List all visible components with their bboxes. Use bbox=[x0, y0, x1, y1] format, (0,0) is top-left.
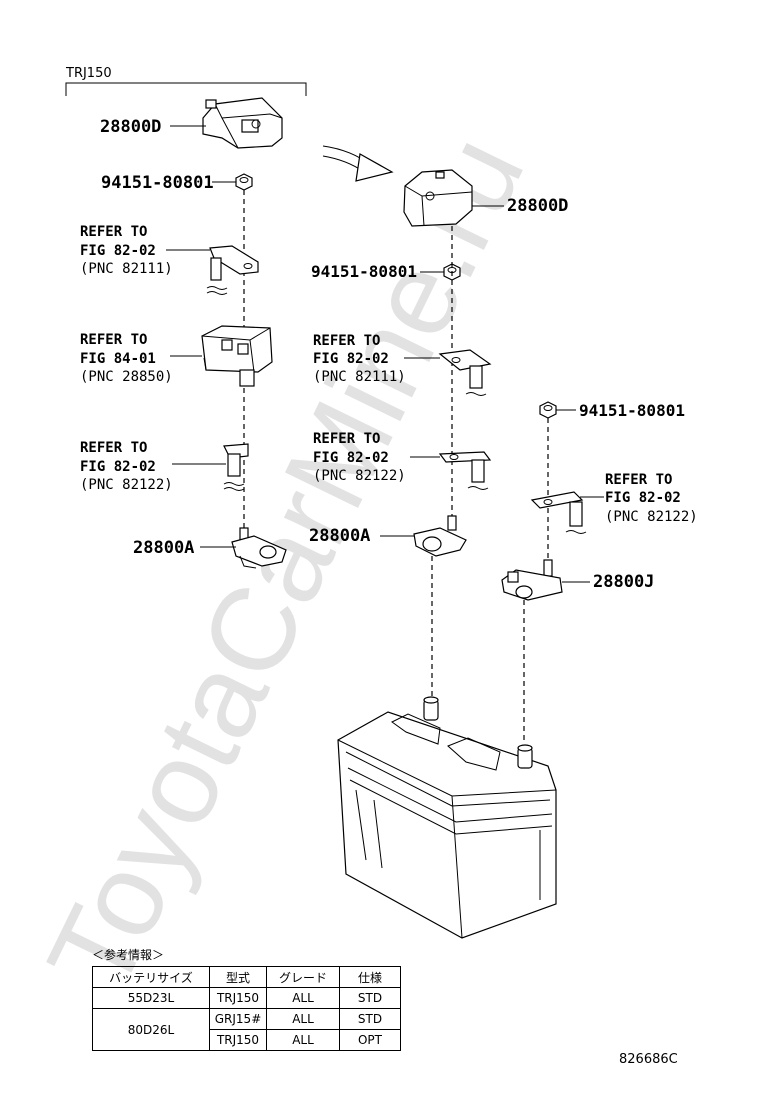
terminal-right-icon bbox=[501, 559, 563, 601]
part-number-clamp-cover-left: 28800D bbox=[100, 117, 161, 137]
ref-left-1-line-3: (PNC 82111) bbox=[80, 261, 173, 277]
ref-left-3-line-1: REFER TO bbox=[80, 440, 147, 456]
cell-spec: STD bbox=[339, 1008, 401, 1030]
ref-center-1-line-3: (PNC 82111) bbox=[313, 369, 406, 385]
table-row: TRJ150 ALL OPT bbox=[93, 1029, 401, 1051]
part-number-nut-center: 94151-80801 bbox=[311, 262, 417, 281]
header-model: 型式 bbox=[209, 966, 267, 988]
clamp-cover-right-icon bbox=[403, 169, 473, 227]
header-battery-size: バッテリサイズ bbox=[92, 966, 210, 988]
ref-left-2-line-3: (PNC 28850) bbox=[80, 369, 173, 385]
header-grade: グレード bbox=[266, 966, 340, 988]
cell-battery: 80D26L bbox=[92, 1008, 210, 1051]
ref-right-1-line-1: REFER TO bbox=[605, 472, 672, 488]
part-number-nut-left: 94151-80801 bbox=[101, 173, 214, 193]
terminal-left-icon bbox=[231, 527, 287, 569]
harness-bracket-right-icon bbox=[530, 491, 587, 534]
ref-center-1-line-2: FIG 82-02 bbox=[313, 351, 389, 367]
group-label: TRJ150 bbox=[65, 66, 112, 81]
table-row: 80D26L GRJ15# ALL STD bbox=[92, 1008, 401, 1051]
ref-center-1-line-1: REFER TO bbox=[313, 333, 380, 349]
ref-left-3-line-3: (PNC 82122) bbox=[80, 477, 173, 493]
clamp-cover-left-icon bbox=[202, 97, 283, 149]
direction-arrow-icon bbox=[322, 145, 394, 182]
ref-left-2-line-2: FIG 84-01 bbox=[80, 351, 156, 367]
terminal-center-icon bbox=[413, 515, 467, 557]
document-code: 826686C bbox=[619, 1052, 678, 1067]
part-number-clamp-cover-right: 28800D bbox=[507, 196, 568, 216]
harness-bracket-center-1-icon bbox=[438, 349, 492, 396]
part-number-nut-right: 94151-80801 bbox=[579, 401, 685, 420]
ref-center-2-line-3: (PNC 82122) bbox=[313, 468, 406, 484]
cell-grade: ALL bbox=[266, 987, 340, 1009]
ref-right-1-line-3: (PNC 82122) bbox=[605, 509, 698, 525]
ref-left-1-line-1: REFER TO bbox=[80, 224, 147, 240]
part-number-terminal-center: 28800A bbox=[309, 526, 370, 546]
group-bracket bbox=[65, 82, 307, 96]
part-number-terminal-left: 28800A bbox=[133, 538, 194, 558]
ref-center-2-line-1: REFER TO bbox=[313, 431, 380, 447]
cell-model: GRJ15# bbox=[209, 1008, 267, 1030]
nut-right-icon bbox=[539, 401, 557, 419]
reference-info-table: バッテリサイズ 型式 グレード 仕様 55D23L TRJ150 ALL STD… bbox=[92, 966, 401, 1051]
ref-center-2-line-2: FIG 82-02 bbox=[313, 450, 389, 466]
cell-battery: 55D23L bbox=[92, 987, 210, 1009]
table-row: 55D23L TRJ150 ALL STD bbox=[92, 987, 401, 1009]
cell-model: TRJ150 bbox=[209, 1029, 267, 1051]
ref-left-3-line-2: FIG 82-02 bbox=[80, 459, 156, 475]
info-table-caption: ＜参考情報＞ bbox=[92, 948, 165, 962]
nut-left-icon bbox=[235, 173, 253, 191]
cell-grade: ALL bbox=[266, 1029, 340, 1051]
cell-model: TRJ150 bbox=[209, 987, 267, 1009]
cell-spec: STD bbox=[339, 987, 401, 1009]
ref-left-2-line-1: REFER TO bbox=[80, 332, 147, 348]
cell-grade: ALL bbox=[266, 1008, 340, 1030]
cell-spec: OPT bbox=[339, 1029, 401, 1051]
header-spec: 仕様 bbox=[339, 966, 401, 988]
part-number-terminal-right: 28800J bbox=[593, 572, 654, 592]
fusible-link-block-icon bbox=[201, 325, 273, 387]
table-header-row: バッテリサイズ 型式 グレード 仕様 bbox=[92, 966, 401, 988]
ref-right-1-line-2: FIG 82-02 bbox=[605, 490, 681, 506]
ref-left-1-line-2: FIG 82-02 bbox=[80, 243, 156, 259]
harness-bracket-left-1-icon bbox=[206, 245, 259, 295]
harness-bracket-left-3-icon bbox=[223, 443, 249, 491]
battery-icon bbox=[337, 696, 557, 939]
harness-bracket-center-2-icon bbox=[438, 451, 492, 490]
